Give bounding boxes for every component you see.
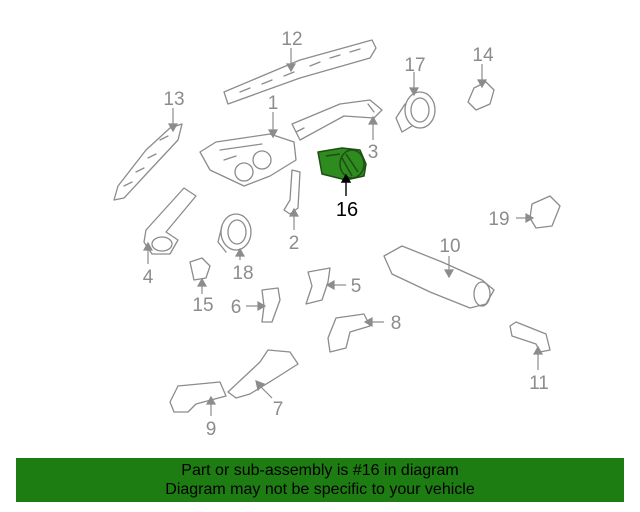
arrow-10: [443, 269, 455, 279]
arrow-13: [167, 123, 179, 133]
arrow-12: [285, 63, 297, 73]
part-16-grille: [325, 153, 359, 177]
part-4-outlet: [151, 236, 173, 252]
arrow-16: [340, 173, 352, 183]
part-1-vent-b: [252, 150, 272, 170]
part-label-19: 19: [488, 209, 509, 230]
part-label-15: 15: [192, 295, 213, 316]
part-16-highlighted[interactable]: [317, 147, 367, 181]
arrow-6: [257, 300, 267, 312]
arrow-8: [363, 316, 373, 328]
arrow-4: [142, 241, 154, 251]
arrow-2: [288, 207, 300, 217]
part-label-10: 10: [439, 236, 460, 257]
arrow-3: [367, 115, 379, 125]
part-19-shape: [529, 195, 561, 229]
banner-line-2: Diagram may not be specific to your vehi…: [165, 481, 475, 498]
part-label-8: 8: [391, 313, 402, 334]
part-13-detail: [123, 135, 169, 187]
part-label-4: 4: [143, 267, 154, 288]
part-label-14: 14: [472, 45, 494, 66]
part-3-detail: [295, 103, 375, 133]
banner-line-1: Part or sub-assembly is #16 in diagram: [181, 462, 459, 479]
part-18-inner: [227, 219, 247, 245]
part-2-shape: [283, 169, 301, 215]
arrow-19: [525, 212, 535, 224]
arrow-14: [476, 79, 488, 89]
part-17-inner: [410, 97, 430, 123]
part-11-shape: [509, 321, 551, 353]
arrow-18: [234, 247, 246, 257]
part-5-shape: [305, 267, 331, 305]
part-label-13: 13: [163, 89, 184, 110]
part-1-vent-a: [234, 162, 254, 182]
part-label-6: 6: [231, 297, 242, 318]
part-label-9: 9: [206, 419, 217, 440]
part-9-shape: [169, 381, 227, 413]
part-label-11: 11: [529, 373, 549, 394]
part-12-detail: [239, 48, 361, 93]
part-10-outlet: [473, 281, 491, 307]
part-13-shape: [113, 123, 183, 201]
part-1-shape: [199, 133, 297, 187]
part-3-shape: [291, 99, 383, 141]
part-17-shape: [404, 91, 436, 129]
part-6-shape: [261, 287, 281, 323]
part-label-12: 12: [281, 29, 302, 50]
part-12-shape: [223, 39, 377, 105]
part-label-18: 18: [232, 263, 253, 284]
part-7-shape: [227, 349, 299, 399]
part-label-3: 3: [368, 142, 379, 163]
part-label-2: 2: [289, 233, 300, 254]
part-16-outlet: [339, 149, 365, 179]
part-label-7: 7: [273, 399, 284, 420]
arrow-5: [325, 279, 335, 291]
part-18-housing: [217, 225, 227, 253]
arrow-7: [255, 380, 266, 392]
info-banner: Part or sub-assembly is #16 in diagram D…: [16, 458, 624, 502]
part-label-17: 17: [404, 55, 425, 76]
arrow-9: [205, 395, 217, 405]
part-17-housing: [395, 103, 413, 133]
arrow-17: [408, 87, 420, 97]
part-label-5: 5: [351, 276, 362, 297]
arrow-1: [267, 129, 279, 139]
part-8-shape: [327, 313, 371, 353]
part-label-1: 1: [268, 93, 279, 114]
part-14-shape: [467, 81, 495, 111]
part-label-16: 16: [336, 199, 358, 221]
part-1-detail: [219, 143, 263, 161]
arrow-11: [532, 345, 544, 355]
arrow-15: [196, 277, 208, 287]
part-15-shape: [189, 257, 211, 281]
parts-diagram: 1 2 3 4 5 6 7 8 9 10 11 12 13 14 15 17 1…: [113, 29, 561, 440]
